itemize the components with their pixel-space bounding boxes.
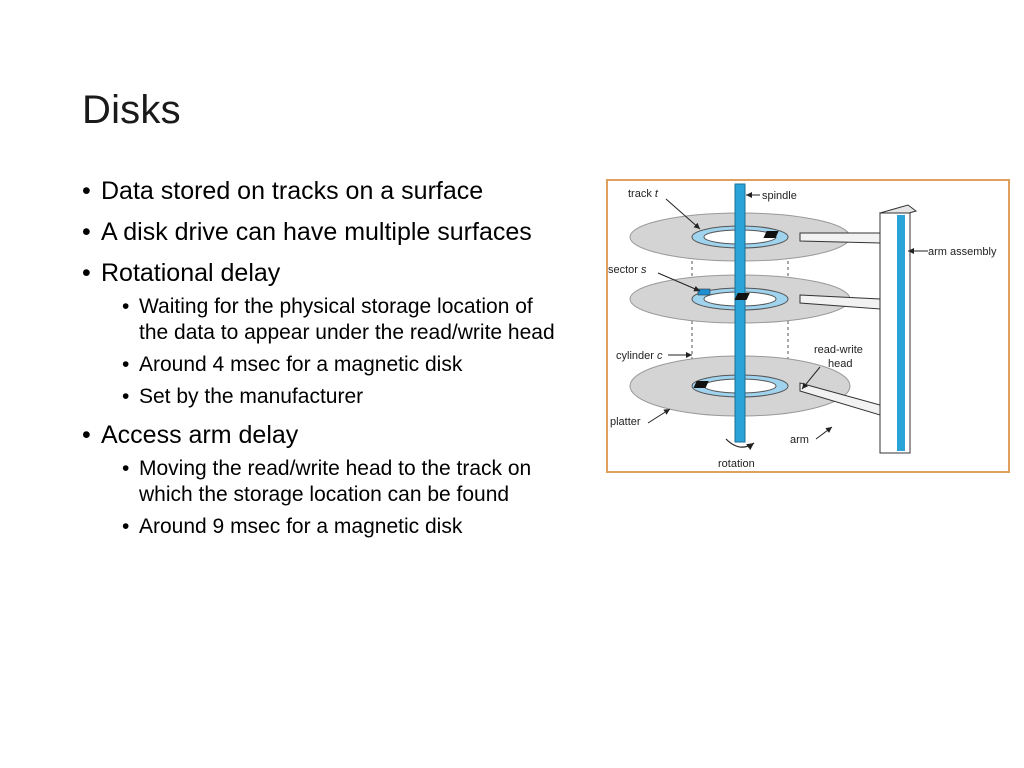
sector-leader — [657, 272, 701, 292]
spindle-label: spindle — [762, 190, 797, 202]
platter-leader — [647, 408, 671, 424]
sub-bullet-item: Moving the read/write head to the track … — [101, 456, 560, 508]
spindle-shaft — [734, 183, 746, 443]
bullet-text: Rotational delay — [101, 259, 281, 287]
read-write-head-middle — [734, 293, 750, 300]
bullet-text: A disk drive can have multiple surfaces — [101, 218, 532, 246]
sub-bullet-list: Moving the read/write head to the track … — [101, 456, 560, 540]
track-leader — [665, 198, 701, 230]
arm-assembly-label: arm assembly — [928, 246, 997, 258]
sub-bullet-item: Around 4 msec for a magnetic disk — [101, 352, 560, 378]
sub-bullet-item: Waiting for the physical storage locatio… — [101, 294, 560, 346]
read-write-head-top — [763, 231, 779, 238]
read-write-leader — [801, 366, 821, 390]
read-write-label-line1: read-write — [814, 344, 863, 356]
bullet-item: Access arm delay Moving the read/write h… — [80, 420, 560, 540]
bullet-item: Rotational delay Waiting for the physica… — [80, 258, 560, 410]
arm-top — [799, 232, 881, 244]
sub-bullet-list: Waiting for the physical storage locatio… — [101, 294, 560, 410]
arm-bottom — [799, 382, 881, 416]
arm-assembly-stripe — [897, 215, 905, 451]
sub-bullet-item: Around 9 msec for a magnetic disk — [101, 514, 560, 540]
bullet-list: Data stored on tracks on a surface A dis… — [80, 176, 560, 540]
arm-assembly-column — [879, 212, 911, 454]
rotation-label: rotation — [718, 458, 755, 470]
cylinder-label: cylinder c — [616, 350, 663, 362]
bullet-content: Data stored on tracks on a surface A dis… — [80, 176, 560, 550]
sector-highlight — [697, 288, 711, 296]
slide-title: Disks — [82, 88, 181, 132]
arm-label: arm — [790, 434, 809, 446]
platter-label: platter — [610, 416, 641, 428]
bullet-text: Access arm delay — [101, 421, 299, 449]
disk-diagram-figure: track t spindle arm assembly sector s cy… — [606, 179, 1010, 473]
bullet-item: A disk drive can have multiple surfaces — [80, 217, 560, 248]
bullet-text: Data stored on tracks on a surface — [101, 177, 484, 205]
arm-middle — [799, 294, 881, 310]
arm-leader — [815, 426, 833, 440]
track-label: track t — [628, 188, 659, 200]
read-write-head-bottom — [693, 381, 709, 388]
sector-label: sector s — [608, 264, 647, 276]
disk-diagram: track t spindle arm assembly sector s cy… — [608, 183, 997, 470]
rotation-arrow-icon — [725, 438, 755, 451]
read-write-label-line2: head — [828, 358, 852, 370]
bullet-item: Data stored on tracks on a surface — [80, 176, 560, 207]
sub-bullet-item: Set by the manufacturer — [101, 384, 560, 410]
